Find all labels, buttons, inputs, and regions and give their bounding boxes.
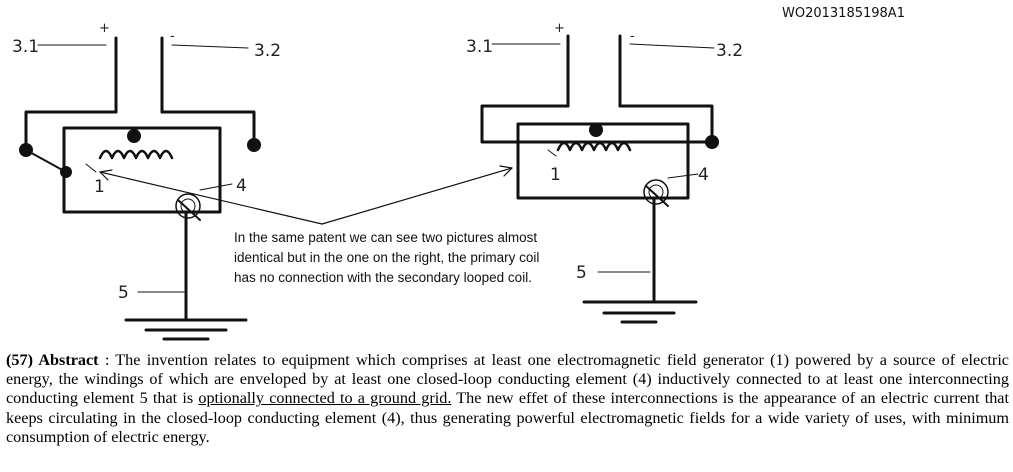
- patent-number: WO2013185198A1: [782, 6, 905, 21]
- right-negative-sign: -: [630, 29, 635, 44]
- right-circuit-diagram: [480, 34, 715, 324]
- left-circuit-diagram: [24, 36, 256, 341]
- right-interconnect-label: 5: [576, 263, 587, 283]
- right-primary-coil: [556, 141, 632, 152]
- left-negative-sign: -: [170, 29, 175, 44]
- left-loop-label: 4: [236, 176, 247, 196]
- left-inductive-knot: [175, 193, 201, 219]
- left-generator-label: 1: [94, 177, 105, 197]
- left-coil-core-dot: [127, 129, 141, 143]
- left-primary-coil: [98, 149, 174, 160]
- right-coil-core-dot: [589, 123, 603, 137]
- left-contact-dot-coil: [60, 166, 72, 178]
- right-loop-label: 4: [698, 165, 709, 185]
- annotation-text: In the same patent we can see two pictur…: [234, 230, 540, 285]
- left-contact-dot-supply: [19, 143, 33, 157]
- right-generator-label: 1: [550, 165, 561, 185]
- right-inductive-knot: [643, 179, 669, 205]
- left-interconnect-label: 5: [118, 283, 129, 303]
- right-contact-dot: [705, 135, 719, 149]
- arrow-to-right-figure: [321, 167, 513, 225]
- right-terminal-3-1: 3.1: [466, 37, 493, 57]
- annotation-arrows: [99, 165, 513, 225]
- right-positive-sign: +: [554, 21, 565, 36]
- abstract-underlined-phrase: optionally connected to a ground grid.: [198, 389, 452, 408]
- right-terminal-3-2: 3.2: [716, 41, 743, 61]
- left-generator-box: [62, 126, 222, 214]
- abstract-paragraph: (57) Abstract : The invention relates to…: [6, 351, 1009, 447]
- right-supply-loop: [480, 104, 714, 144]
- right-generator-box: [516, 122, 690, 200]
- left-contact-dot-right: [247, 138, 261, 152]
- arrow-to-left-figure: [99, 171, 323, 225]
- abstract-heading: (57) Abstract: [6, 351, 99, 369]
- left-terminal-3-1: 3.1: [12, 37, 39, 57]
- abstract-text-before: : The invention relates to equipment whi…: [6, 351, 1009, 408]
- left-positive-sign: +: [99, 21, 110, 36]
- abstract-text-after: The new effet of these interconnections …: [6, 389, 1009, 446]
- left-supply-loop: [24, 110, 256, 152]
- left-coil-connection: [25, 149, 67, 173]
- left-terminal-3-2: 3.2: [254, 41, 281, 61]
- circuit-figure: 3.1 3.2 + - 1 4 5 3.1 3.2 + - 1 4 5: [12, 21, 743, 341]
